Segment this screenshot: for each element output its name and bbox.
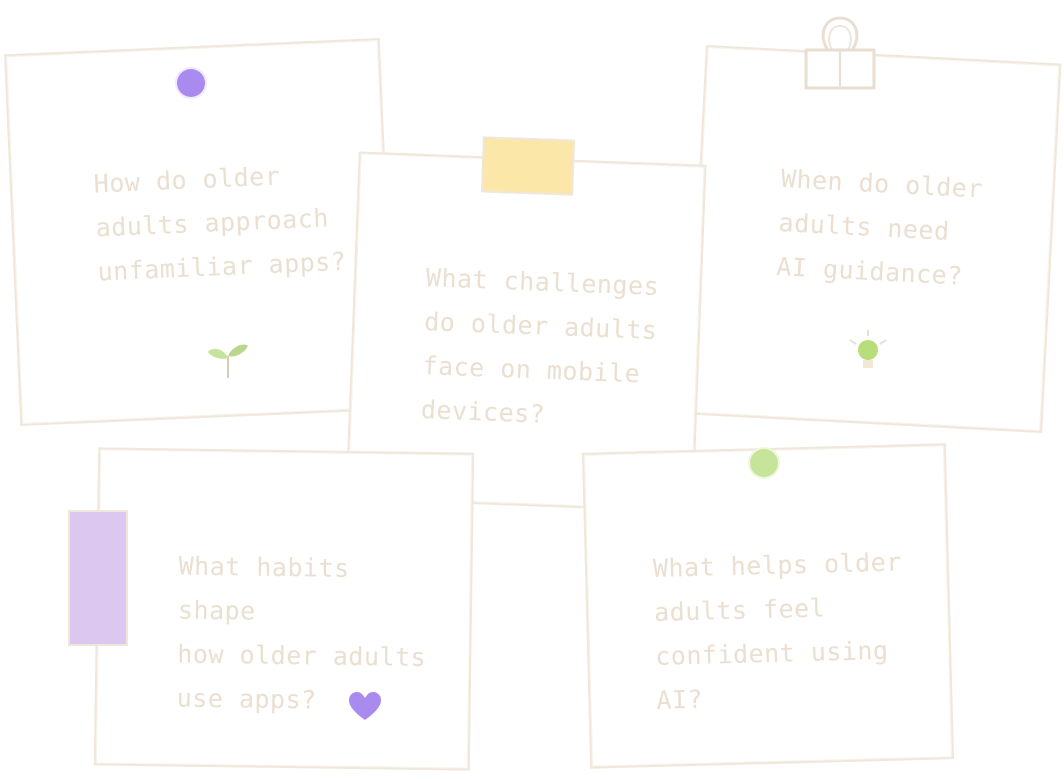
note-text-3: When do older adults need AI guidance? [775, 164, 984, 291]
note-text-5: What helps older adults feel confident u… [652, 547, 903, 715]
purple-pin-icon [177, 69, 205, 97]
sticky-note-5: What helps older adults feel confident u… [581, 443, 955, 769]
binder-clip-icon [800, 8, 880, 96]
green-pin-icon [750, 449, 778, 477]
yellow-tape-icon [481, 136, 575, 196]
sticky-note-1: How do older adults approach unfamiliar … [4, 37, 396, 427]
sticky-note-4: What habits shape how older adults use a… [93, 447, 475, 771]
purple-tape-icon [68, 510, 128, 646]
heart-icon [348, 692, 382, 722]
note-text-4: What habits shape how older adults use a… [176, 551, 427, 715]
lightbulb-icon [844, 328, 892, 376]
note-text-1: How do older adults approach unfamiliar … [93, 161, 347, 287]
note-text-2: What challenges do older adults face on … [420, 263, 660, 429]
sprout-icon [204, 334, 252, 382]
